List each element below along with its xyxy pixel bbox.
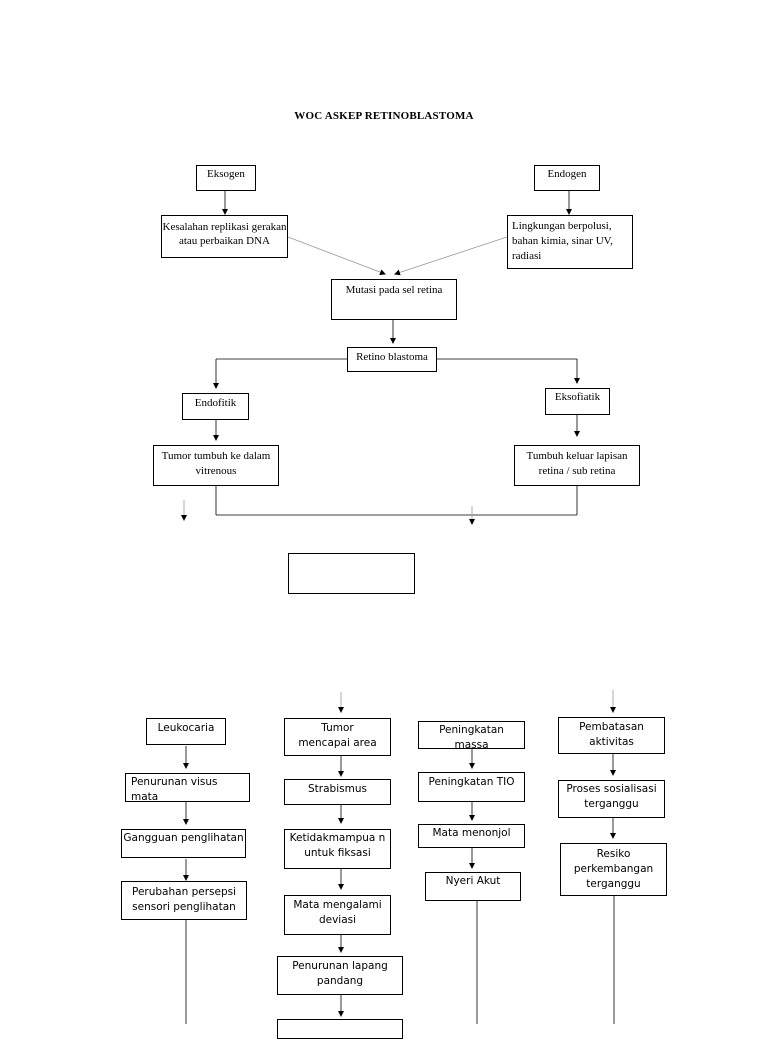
node-proses-sosialisasi: Proses sosialisasi terganggu bbox=[558, 780, 665, 818]
node-leukocaria: Leukocaria bbox=[146, 718, 226, 745]
node-lingkungan: Lingkungan berpolusi, bahan kimia, sinar… bbox=[507, 215, 633, 269]
node-perubahan-persepsi: Perubahan persepsi sensori penglihatan bbox=[121, 881, 247, 920]
node-tumor-tumbuh: Tumor tumbuh ke dalam vitrenous bbox=[153, 445, 279, 486]
node-ketidakmampuan: Ketidakmampua n untuk fiksasi bbox=[284, 829, 391, 869]
node-mata-deviasi: Mata mengalami deviasi bbox=[284, 895, 391, 935]
node-nyeri-akut: Nyeri Akut bbox=[425, 872, 521, 901]
node-peningkatan-massa: Peningkatan massa bbox=[418, 721, 525, 749]
node-mata-menonjol: Mata menonjol bbox=[418, 824, 525, 848]
node-pembatasan-aktivitas: Pembatasan aktivitas bbox=[558, 717, 665, 754]
node-endogen: Endogen bbox=[534, 165, 600, 191]
empty-box bbox=[288, 553, 415, 594]
node-strabismus: Strabismus bbox=[284, 779, 391, 805]
node-eksogen: Eksogen bbox=[196, 165, 256, 191]
node-eksofiatik: Eksofiatik bbox=[545, 388, 610, 415]
node-peningkatan-tio: Peningkatan TIO bbox=[418, 772, 525, 802]
node-penurunan-visus: Penurunan visus mata bbox=[125, 773, 250, 802]
node-endofitik: Endofitik bbox=[182, 393, 249, 420]
diagram-title: WOC ASKEP RETINOBLASTOMA bbox=[294, 110, 474, 122]
node-retinoblastoma: Retino blastoma bbox=[347, 347, 437, 372]
node-tumbuh-keluar: Tumbuh keluar lapisan retina / sub retin… bbox=[514, 445, 640, 486]
node-mutasi: Mutasi pada sel retina bbox=[331, 279, 457, 320]
node-penurunan-lapang: Penurunan lapang pandang bbox=[277, 956, 403, 995]
node-kesalahan-replikasi: Kesalahan replikasi gerakan atau perbaik… bbox=[161, 215, 288, 258]
node-resiko-perkembangan: Resiko perkembangan terganggu bbox=[560, 843, 667, 896]
node-gangguan-penglihatan: Gangguan penglihatan bbox=[121, 829, 246, 858]
node-cut-off bbox=[277, 1019, 403, 1039]
node-tumor-area: Tumor mencapai area bbox=[284, 718, 391, 756]
